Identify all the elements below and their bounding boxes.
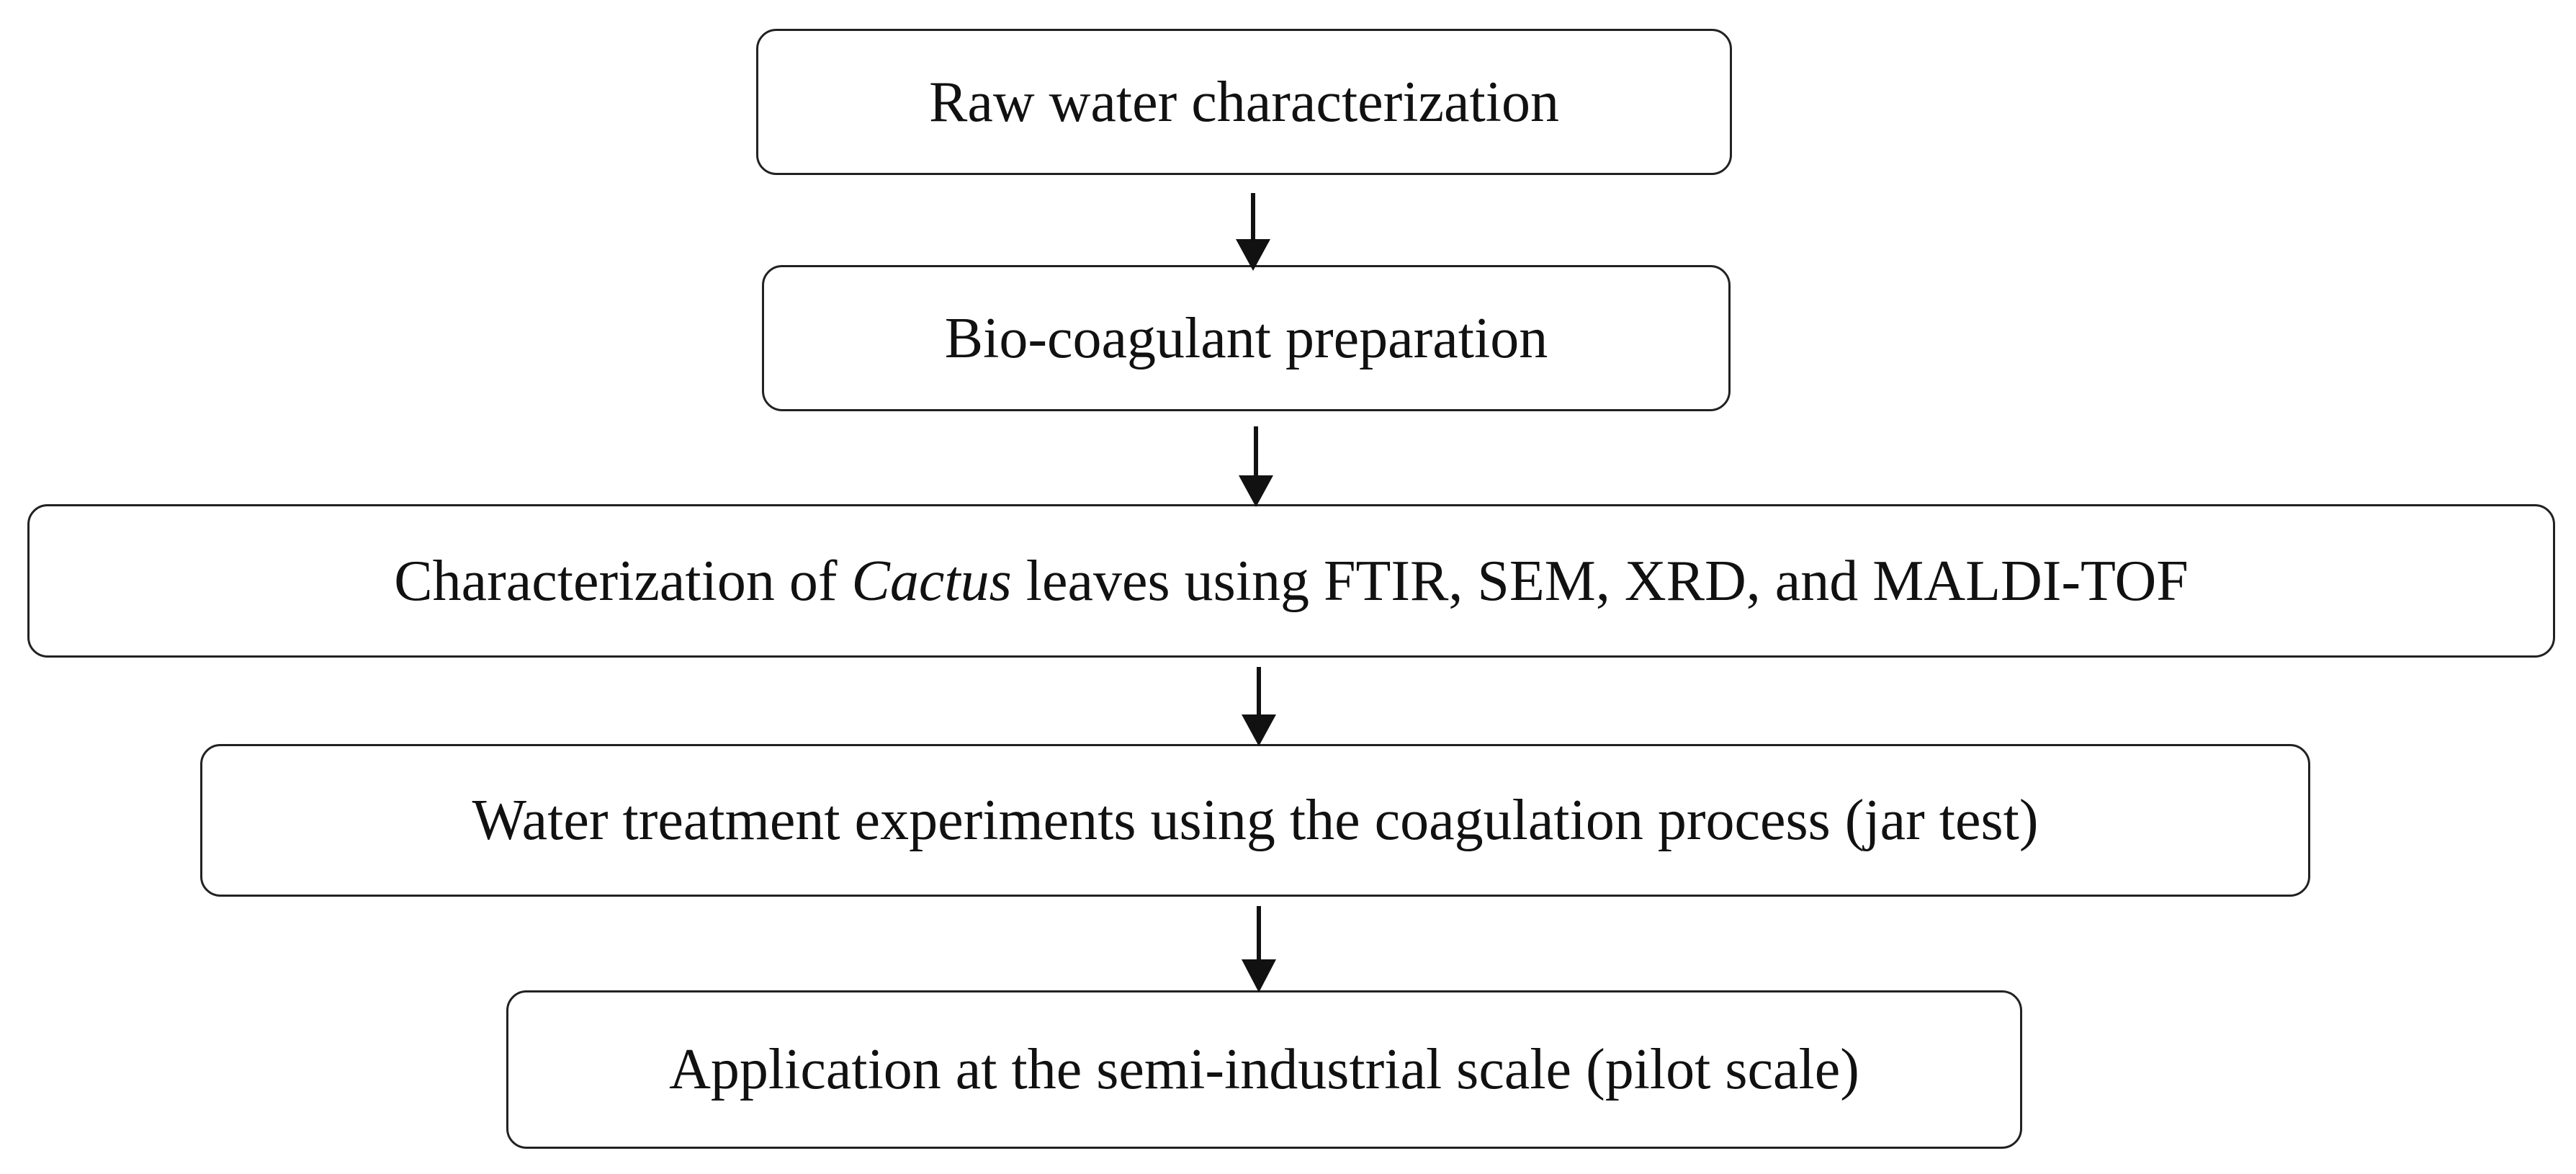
step-cactus-characterization: Characterization of Cactus leaves using … (27, 504, 2555, 658)
arrow-2-to-3 (1239, 426, 1273, 507)
step-label: Bio-coagulant preparation (944, 306, 1548, 370)
step-water-treatment-experiments: Water treatment experiments using the co… (200, 744, 2310, 897)
step-raw-water-characterization: Raw water characterization (756, 29, 1732, 175)
step-pilot-scale-application: Application at the semi-industrial scale… (506, 990, 2022, 1149)
arrow-4-to-5 (1242, 906, 1276, 992)
arrow-1-to-2 (1236, 193, 1270, 271)
step-label-species: Cactus (851, 549, 1012, 613)
step-label: Application at the semi-industrial scale… (669, 1038, 1859, 1101)
step-label: Characterization of Cactus leaves using … (394, 552, 2189, 610)
step-label-prefix: Characterization of (394, 549, 852, 613)
step-label: Raw water characterization (928, 70, 1560, 134)
step-bio-coagulant-preparation: Bio-coagulant preparation (762, 265, 1731, 411)
step-label: Water treatment experiments using the co… (472, 789, 2039, 852)
arrow-3-to-4 (1242, 667, 1276, 746)
step-label-suffix: leaves using FTIR, SEM, XRD, and MALDI-T… (1011, 549, 2189, 613)
